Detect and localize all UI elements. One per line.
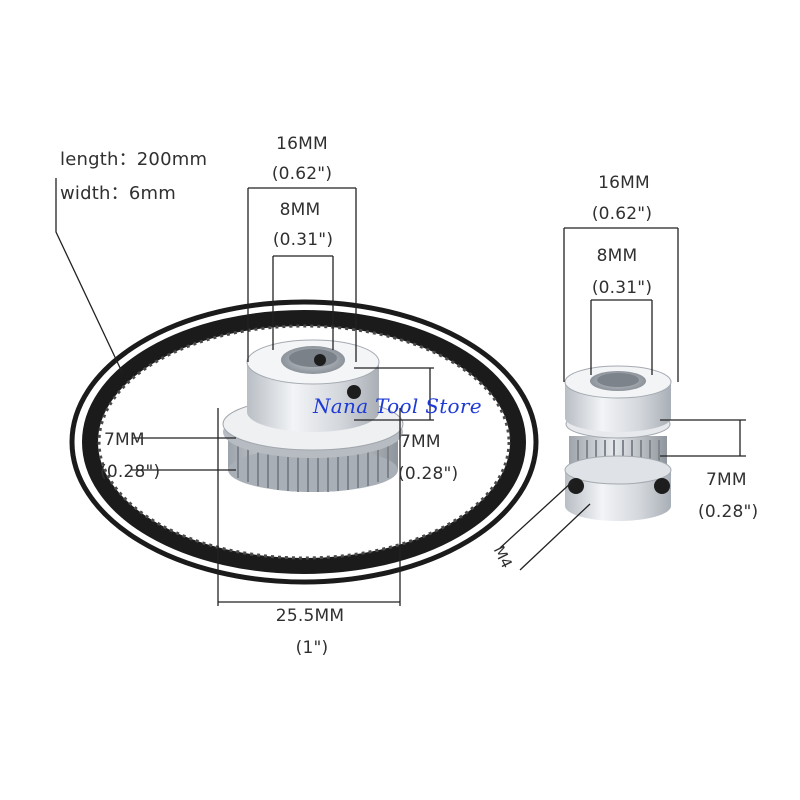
large-right-height-label: 7MM [400,432,441,452]
small-bore-inch-label: (0.31") [591,278,653,298]
large-left-height-label: 7MM [104,430,145,450]
large-bore-label: 8MM [279,200,321,220]
small-height-inch-label: (0.28") [698,502,759,522]
small-height-label: 7MM [706,470,747,490]
small-pulley [564,365,672,521]
timing-belt [69,299,539,585]
large-left-height-inch-label: (0.28") [100,462,161,482]
small-bore-label: 8MM [596,246,638,266]
large-tooth-dia-label: 25.5MM [275,606,345,626]
large-right-height-inch-label: (0.28") [398,464,459,484]
large-bore-inch-label: (0.31") [272,230,334,250]
large-outer-dia-label: 16MM [276,134,328,154]
small-outer-dia-inch-label: (0.62") [591,204,653,224]
large-pulley [222,339,404,492]
store-watermark: Nana Tool Store [313,394,482,418]
small-outer-dia-label: 16MM [598,173,650,193]
belt-length-label: length：200mm [60,149,208,170]
dimension-lines [55,178,746,606]
belt-width-label: width：6mm [60,183,176,204]
large-tooth-dia-inch-label: (1") [295,638,329,658]
large-outer-dia-inch-label: (0.62") [271,164,333,184]
